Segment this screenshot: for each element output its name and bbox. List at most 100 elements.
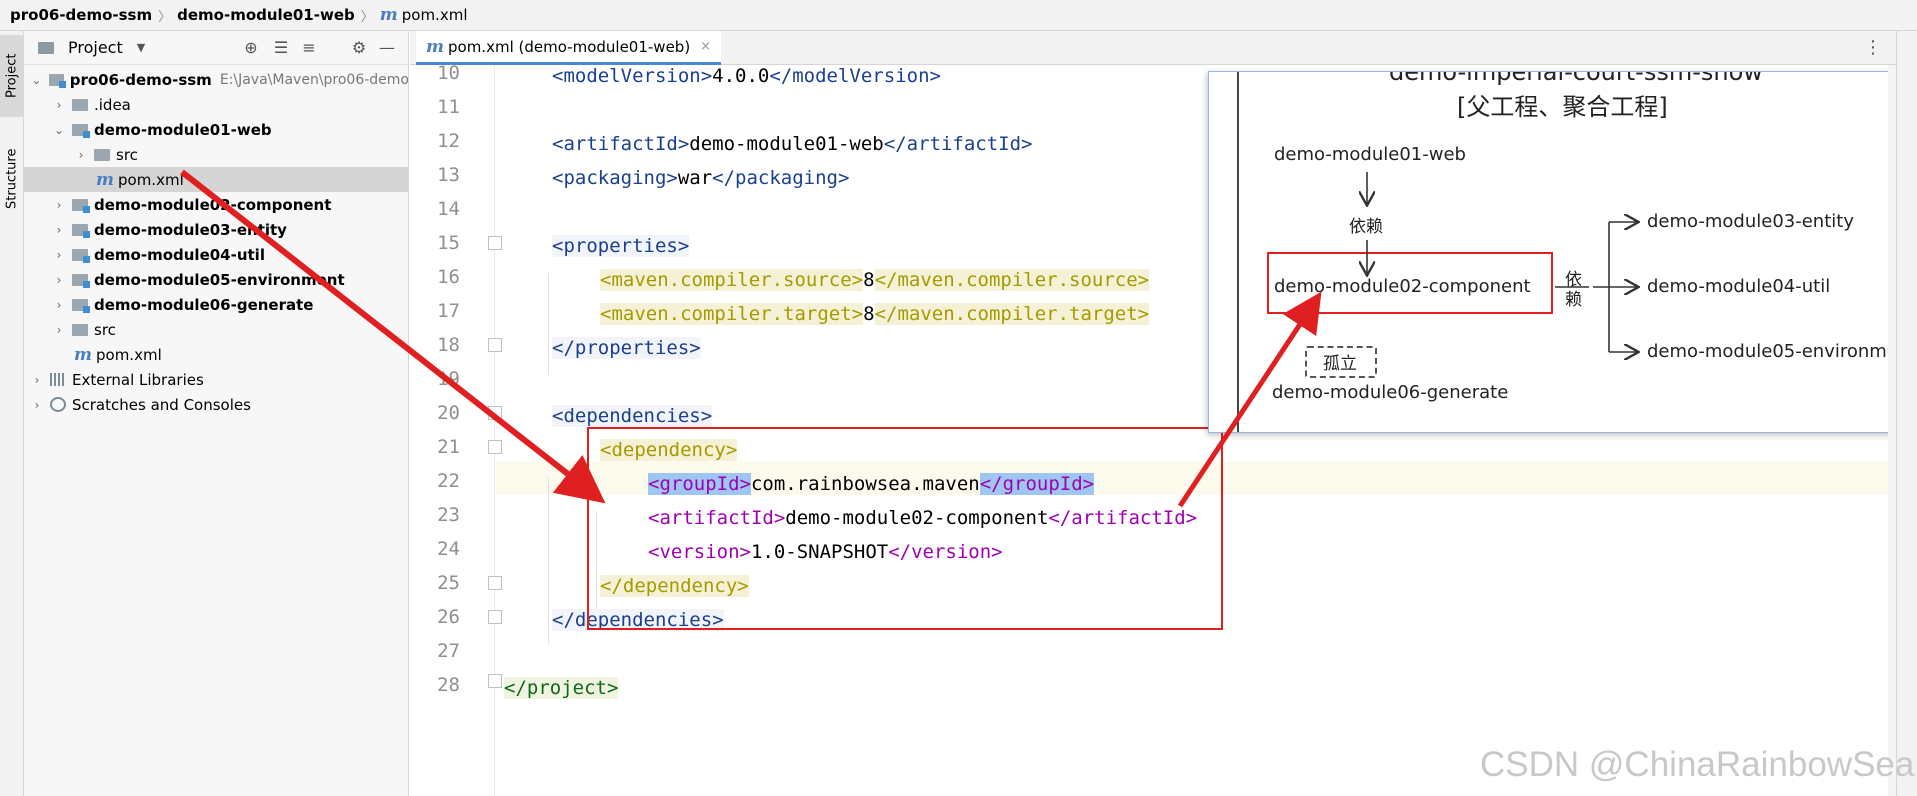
- line-number: 22: [437, 470, 460, 492]
- project-panel: Project ▼ ⊕ ☰ ≡ ⚙ — ⌄ pro06-demo-ssm E:\…: [24, 31, 409, 796]
- tree-item-root-src[interactable]: › src: [24, 317, 409, 342]
- node-module04-util: demo-module04-util: [1647, 276, 1831, 297]
- editor-scrollbar[interactable]: [1888, 65, 1896, 796]
- scratches-icon: [50, 397, 66, 412]
- xml-open-tag: <dependency>: [600, 439, 738, 461]
- chevron-down-icon[interactable]: ⌄: [53, 122, 65, 137]
- chevron-right-icon[interactable]: ›: [56, 197, 62, 212]
- tree-item-module06[interactable]: › demo-module06-generate: [24, 292, 409, 317]
- module-folder-icon: [72, 298, 90, 313]
- line-number: 21: [437, 436, 460, 458]
- line-number: 28: [437, 674, 460, 696]
- line-number: 17: [437, 300, 460, 322]
- tree-item-label: demo-module02-component: [94, 195, 332, 214]
- label-depends-vertical-1: 依: [1565, 270, 1582, 290]
- fold-marker-icon[interactable]: [488, 610, 502, 624]
- label-depends: 依赖: [1349, 217, 1383, 237]
- editor-gutter: 10 11 12 13 14 15 16 17 18 19 20 21 22 2…: [410, 62, 502, 796]
- fold-marker-icon[interactable]: [488, 576, 502, 590]
- fold-marker-icon[interactable]: [488, 674, 502, 688]
- expand-all-icon[interactable]: ☰: [273, 38, 289, 57]
- tree-item-src[interactable]: › src: [24, 142, 409, 167]
- chevron-right-icon[interactable]: ›: [34, 372, 40, 387]
- xml-close-tag: </dependencies>: [552, 609, 724, 631]
- minimize-icon[interactable]: —: [379, 38, 395, 57]
- library-icon: [50, 373, 66, 386]
- xml-open-tag: <artifactId>: [648, 507, 786, 529]
- chevron-down-icon[interactable]: ⌄: [31, 72, 42, 87]
- breadcrumb-separator: 〉: [158, 9, 172, 25]
- line-number: 25: [437, 572, 460, 594]
- xml-close-tag: </dependency>: [600, 575, 749, 597]
- code-line-23: <artifactId>demo-module02-component</art…: [648, 501, 1197, 535]
- breadcrumb-module[interactable]: demo-module01-web: [177, 6, 355, 24]
- chevron-right-icon[interactable]: ›: [56, 322, 62, 337]
- collapse-all-icon[interactable]: ≡: [302, 38, 316, 57]
- line-number: 15: [437, 232, 460, 254]
- tree-item-label: .idea: [94, 95, 131, 114]
- xml-open-tag: <modelVersion>: [552, 65, 713, 87]
- tree-item-module03[interactable]: › demo-module03-entity: [24, 217, 409, 242]
- gear-icon[interactable]: ⚙: [351, 38, 367, 57]
- tree-item-module02[interactable]: › demo-module02-component: [24, 192, 409, 217]
- xml-open-tag: <dependencies>: [552, 405, 713, 427]
- node-module03-entity: demo-module03-entity: [1647, 211, 1854, 232]
- editor-tab-bar: m pom.xml (demo-module01-web) × ⋮: [410, 31, 1917, 65]
- structure-tool-tab[interactable]: Structure: [0, 129, 24, 229]
- chevron-right-icon[interactable]: ›: [56, 297, 62, 312]
- line-number: 27: [437, 640, 460, 662]
- breadcrumb: pro06-demo-ssm 〉 demo-module01-web 〉 m p…: [0, 0, 1917, 31]
- module-folder-icon: [72, 248, 90, 263]
- code-line-15: <properties>: [552, 229, 690, 263]
- maven-file-icon: m: [74, 344, 92, 365]
- xml-value: 8: [863, 303, 875, 325]
- tree-item-external-libraries[interactable]: › External Libraries: [24, 367, 409, 392]
- xml-close-tag: </groupId>: [979, 473, 1095, 495]
- tree-item-label: demo-module06-generate: [94, 295, 314, 314]
- breadcrumb-file[interactable]: pom.xml: [401, 6, 468, 24]
- breadcrumb-project[interactable]: pro06-demo-ssm: [10, 6, 153, 24]
- xml-close-tag: </properties>: [552, 337, 701, 359]
- dependency-diagram: demo-imperial-court-ssm-show [父工程、聚合工程] …: [1208, 71, 1917, 433]
- chevron-right-icon[interactable]: ›: [56, 222, 62, 237]
- tree-item-module04[interactable]: › demo-module04-util: [24, 242, 409, 267]
- line-number: 10: [437, 62, 460, 84]
- node-module05-environment: demo-module05-environment: [1647, 341, 1917, 362]
- indent-guide: [548, 477, 549, 645]
- diagram-connectors: [1209, 172, 1917, 433]
- code-line-13: <packaging>war</packaging>: [552, 161, 849, 195]
- more-options-icon[interactable]: ⋮: [1864, 37, 1882, 58]
- maven-file-icon: m: [379, 5, 398, 25]
- xml-close-tag: </modelVersion>: [769, 65, 941, 87]
- xml-open-tag: <maven.compiler.source>: [600, 269, 864, 291]
- chevron-right-icon[interactable]: ›: [34, 397, 40, 412]
- close-icon[interactable]: ×: [700, 39, 712, 54]
- code-line-25: </dependency>: [600, 569, 749, 603]
- chevron-down-icon[interactable]: ▼: [136, 41, 146, 54]
- tree-item-pom-module01[interactable]: m pom.xml: [24, 167, 409, 192]
- indent-guide: [596, 511, 597, 611]
- xml-value: demo-module02-component: [785, 507, 1049, 529]
- tree-item-module05[interactable]: › demo-module05-environment: [24, 267, 409, 292]
- xml-value: war: [677, 167, 713, 189]
- chevron-right-icon[interactable]: ›: [56, 97, 62, 112]
- locate-icon[interactable]: ⊕: [244, 38, 258, 57]
- project-panel-title[interactable]: Project: [68, 38, 123, 57]
- tree-item-module01[interactable]: ⌄ demo-module01-web: [24, 117, 409, 142]
- tree-item-root-pom[interactable]: m pom.xml: [24, 342, 409, 367]
- maven-file-icon: m: [426, 36, 444, 57]
- chevron-right-icon[interactable]: ›: [56, 247, 62, 262]
- xml-close-tag: </project>: [504, 677, 619, 699]
- tree-item-root[interactable]: ⌄ pro06-demo-ssm E:\Java\Maven\pro06-dem…: [24, 67, 409, 92]
- diagram-highlight-box: [1267, 252, 1553, 314]
- chevron-right-icon[interactable]: ›: [56, 272, 62, 287]
- tree-item-scratches[interactable]: › Scratches and Consoles: [24, 392, 409, 417]
- tree-item-label: External Libraries: [72, 370, 204, 389]
- code-line-12: <artifactId>demo-module01-web</artifactI…: [552, 127, 1032, 161]
- tab-pom-xml[interactable]: m pom.xml (demo-module01-web) ×: [416, 31, 722, 65]
- line-number: 26: [437, 606, 460, 628]
- chevron-right-icon[interactable]: ›: [78, 147, 84, 162]
- project-tool-tab[interactable]: Project: [0, 35, 24, 117]
- tree-item-idea[interactable]: › .idea: [24, 92, 409, 117]
- folder-icon: [94, 148, 110, 161]
